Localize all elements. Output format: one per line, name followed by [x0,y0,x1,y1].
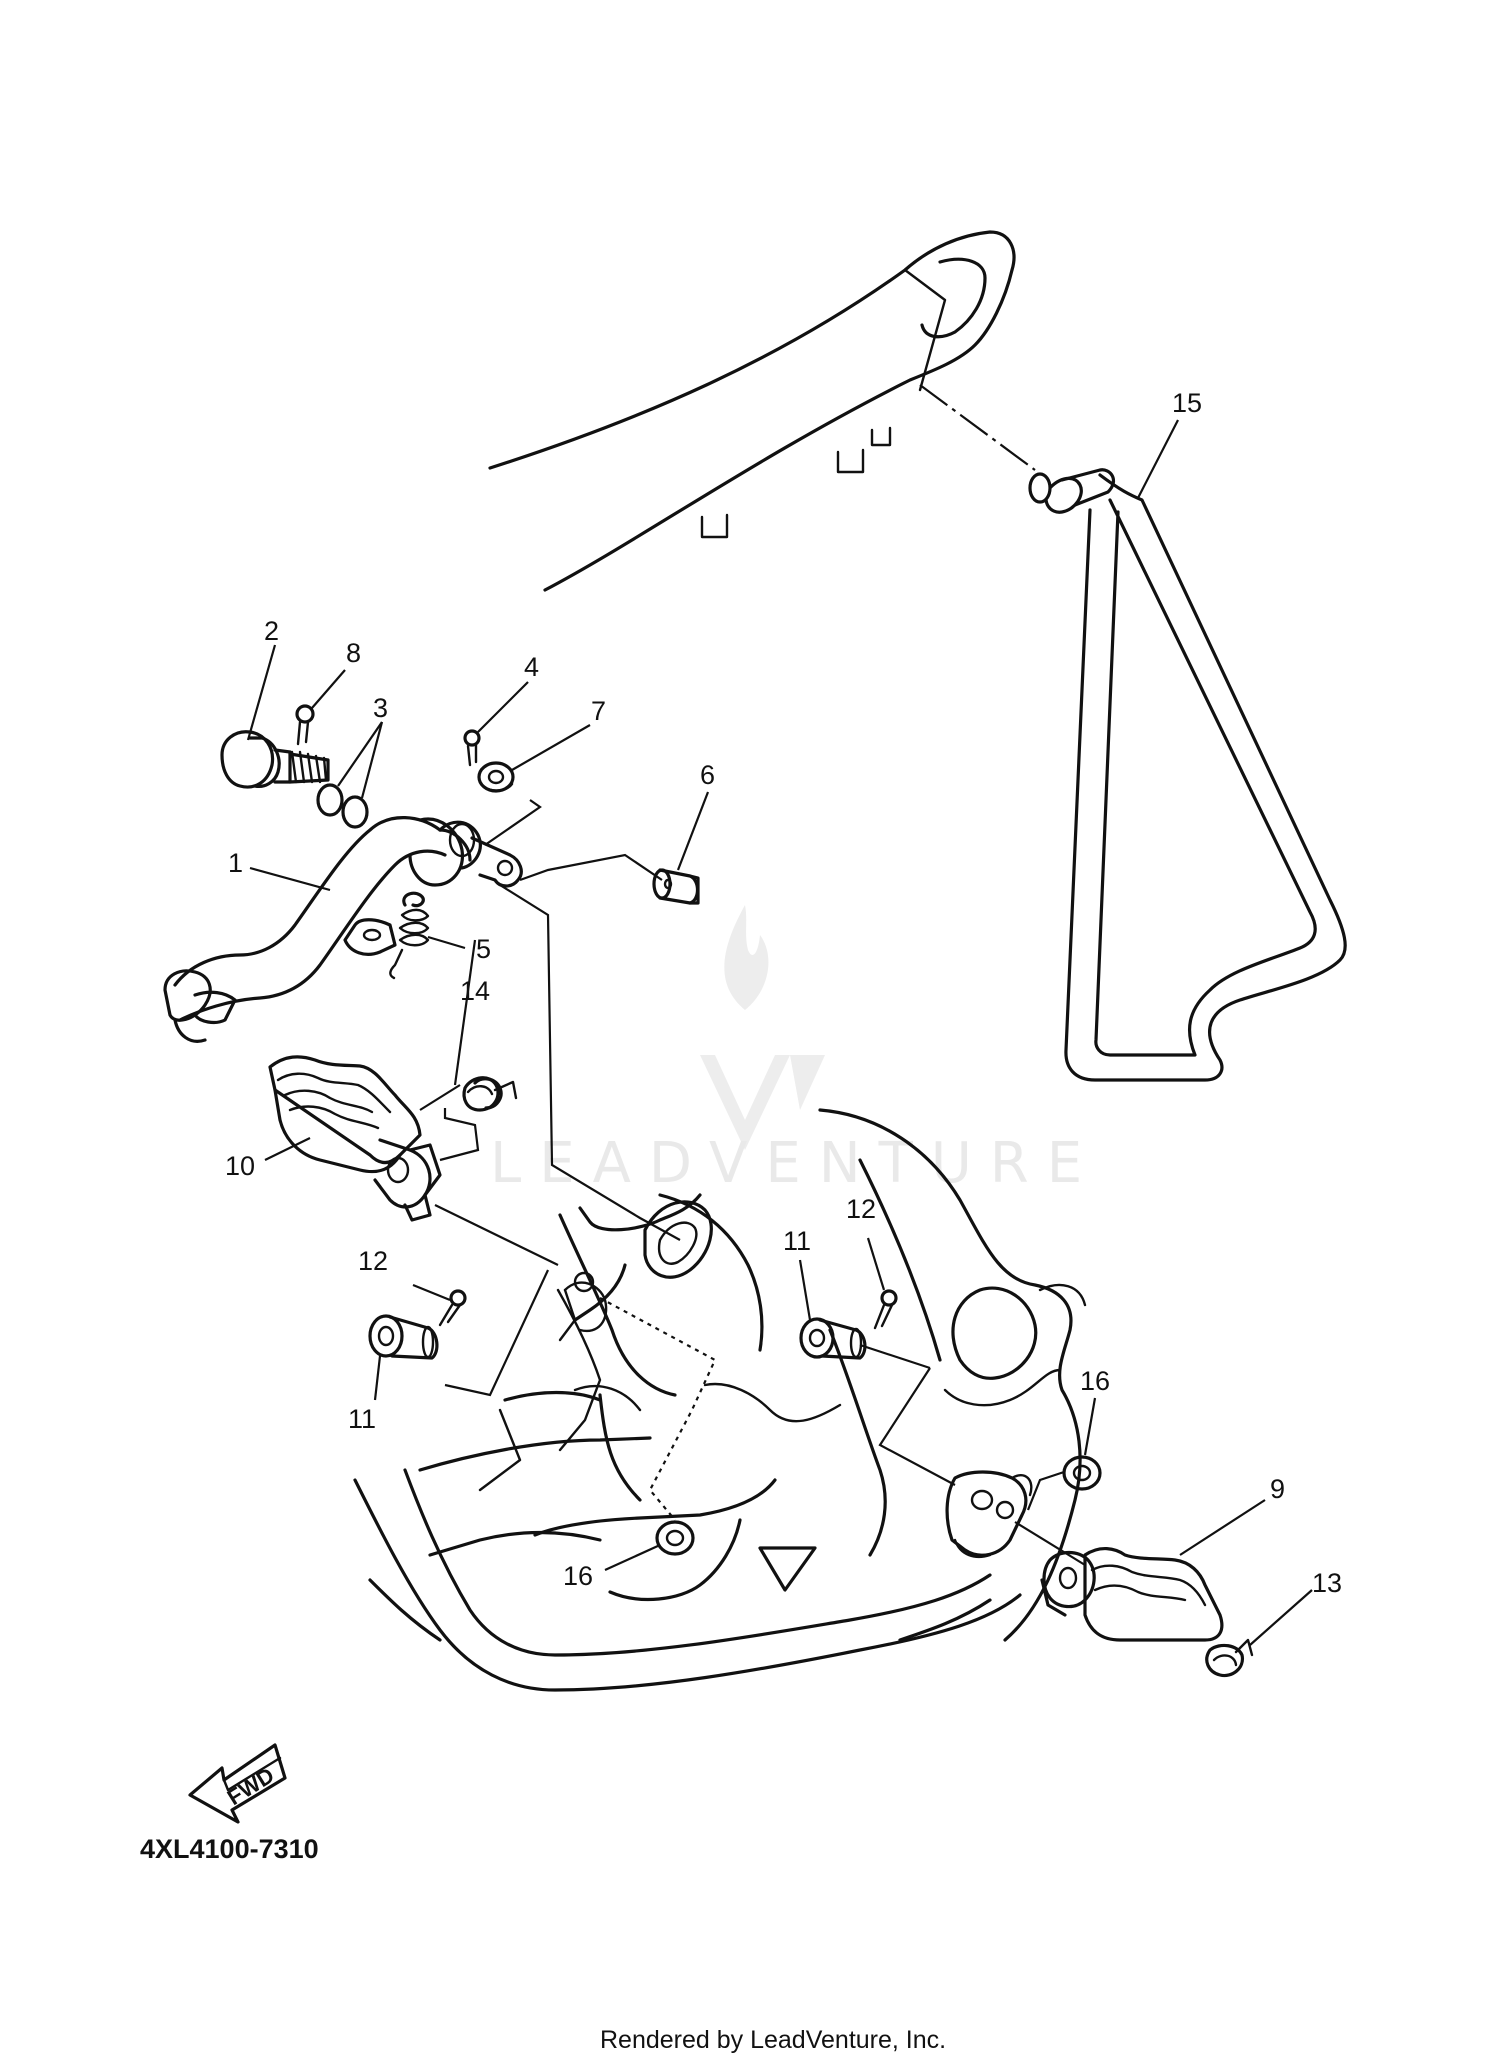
callout-labels: 2 8 3 4 7 6 1 5 14 15 10 12 11 11 12 16 … [225,388,1342,1598]
fwd-label: FWD [223,1762,279,1810]
assembly-lines [419,384,1086,1566]
cotter-pin-12-left [438,1289,467,1327]
leader-lines [246,419,1313,1646]
footpeg-left [268,1055,442,1222]
pivot-bolt [220,730,330,789]
cotter-pin-12-right [873,1289,898,1330]
washer-7 [477,761,515,793]
clevis-pin-11-right [799,1317,867,1360]
left-peg-bracket [563,1271,608,1333]
frame-outline [353,1108,1082,1692]
diagram-code: 4XL4100-7310 [140,1834,319,1864]
watermark-text: LEADVENTURE [490,1131,1100,1196]
frame-slot [558,1200,713,1342]
callout-9: 9 [1270,1474,1285,1504]
callout-16-right: 16 [1080,1366,1110,1396]
callout-15: 15 [1172,388,1202,418]
callout-16-left: 16 [563,1561,593,1591]
callout-10: 10 [225,1151,255,1181]
clevis-pin-11-left [368,1314,439,1360]
callout-12-right: 12 [846,1194,876,1224]
cotter-pin-4 [463,729,481,767]
bushing-16-right [1062,1455,1102,1491]
callout-11-right: 11 [783,1226,811,1256]
engine-case [951,1283,1087,1380]
callout-8: 8 [346,638,361,668]
torsion-spring-14 [462,1076,518,1112]
callout-14: 14 [460,976,490,1006]
bushing-16-left [655,1520,695,1556]
brake-pedal [163,816,523,1043]
callout-11-left: 11 [348,1404,376,1434]
callout-6: 6 [700,760,715,790]
seat-outline [488,230,1016,592]
callout-1: 1 [228,848,243,878]
fwd-arrow: FWD [188,1743,287,1824]
watermark-logo: LEADVENTURE [490,905,1100,1196]
callout-13: 13 [1312,1568,1342,1598]
callout-12-left: 12 [358,1246,388,1276]
right-peg-bracket [945,1470,1033,1559]
callout-7: 7 [591,696,606,726]
o-rings [316,783,369,829]
callout-4: 4 [524,652,539,682]
cotter-pin-8 [295,704,315,746]
callout-2: 2 [264,616,279,646]
footer-credit: Rendered by LeadVenture, Inc. [600,2026,946,2054]
return-spring-5 [389,891,430,980]
spring-13 [1205,1638,1254,1678]
clevis-pin-6 [652,868,700,905]
footpeg-right [1040,1547,1224,1642]
side-stand [1028,468,1347,1082]
callout-3: 3 [373,693,388,723]
callout-5: 5 [476,934,491,964]
